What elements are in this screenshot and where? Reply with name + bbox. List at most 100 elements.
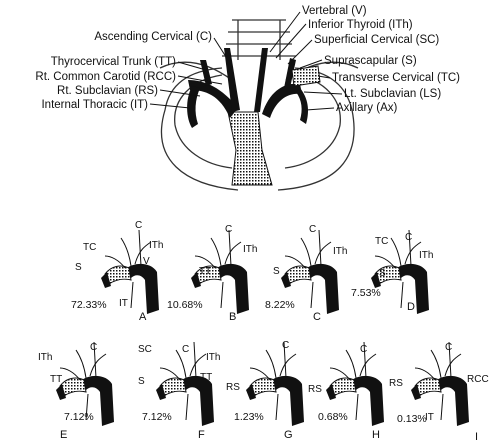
arm-vessel [156, 384, 166, 400]
branch-label-tc: TC [375, 236, 388, 247]
subclavian-vessel [182, 375, 214, 426]
branch-label-c: C [405, 232, 412, 243]
branch-label-rs: RS [308, 384, 322, 395]
label-ascending-cervical: Ascending Cervical (C) [94, 31, 212, 43]
branch-lines [194, 237, 242, 269]
branch-label-tt: TT [199, 266, 211, 277]
variant-percentage: 1.23% [234, 411, 264, 423]
arm-vessel [191, 272, 201, 288]
carotid-line [408, 229, 412, 267]
carotid-line [228, 229, 232, 267]
vertebrae [222, 19, 296, 60]
rib-cage-outline [160, 67, 355, 191]
branch-label-ith: ITh [38, 352, 52, 363]
stippled-segment [414, 377, 442, 397]
carotid-line [93, 341, 97, 379]
stippled-segment [374, 265, 402, 285]
variant-percentage: 0.13% [397, 413, 427, 425]
branch-lines [159, 349, 207, 381]
subclavian-vessel [307, 263, 339, 314]
branch-label-c: C [225, 224, 232, 235]
arm-vessel [101, 272, 111, 288]
variant-letter: B [229, 311, 236, 323]
variant-letter: G [284, 429, 293, 441]
branch-label-c: C [445, 342, 452, 353]
variant-letter: H [372, 429, 380, 441]
label-lt-subclavian: Lt. Subclavian (LS) [344, 88, 441, 100]
variant-percentage: 10.68% [167, 299, 203, 311]
branch-lines [329, 349, 377, 381]
internal-thoracic-line [440, 393, 444, 421]
variant-letter: A [139, 311, 147, 323]
branch-lines [284, 237, 332, 269]
branch-lines [374, 237, 422, 269]
branch-label-s: S [379, 268, 386, 279]
carotid-line [138, 229, 142, 267]
label-inferior-thyroid: Inferior Thyroid (ITh) [308, 19, 413, 31]
subclavian-vessel [82, 375, 114, 426]
internal-thoracic-line [130, 281, 134, 309]
internal-thoracic-line [400, 281, 404, 309]
subclavian-vessel [127, 263, 159, 314]
branch-label-s: S [75, 262, 82, 273]
stippled-segment [284, 265, 312, 285]
branch-label-s: S [273, 266, 280, 277]
right-common-carotid-vessel [224, 48, 240, 112]
carotid-line [193, 341, 197, 379]
leader-lines [149, 11, 343, 111]
branch-label-rcc: RCC [467, 374, 489, 385]
variant-percentage: 7.12% [64, 411, 94, 423]
stippled-segment [194, 265, 222, 285]
carotid-line [318, 229, 322, 267]
internal-thoracic-line [310, 281, 314, 309]
branch-label-s: S [138, 376, 145, 387]
carotid-line [363, 341, 367, 379]
subclavian-vessel [352, 375, 384, 426]
stippled-segment [159, 377, 187, 397]
label-suprascapular: Suprascapular (S) [324, 55, 417, 67]
branch-label-it: IT [425, 412, 434, 423]
label-transverse-cervical: Transverse Cervical (TC) [332, 72, 460, 84]
branch-label-it: IT [119, 298, 128, 309]
arm-vessel [246, 384, 256, 400]
branch-label-c: C [360, 344, 367, 355]
variant-letter: E [60, 429, 67, 441]
label-thyrocervical-trunk: Thyrocervical Trunk (TT) [51, 56, 176, 68]
stippled-segment [59, 377, 87, 397]
label-superficial-cervical: Superficial Cervical (SC) [314, 34, 439, 46]
subclavian-vessel [397, 263, 429, 314]
branch-label-c: C [90, 342, 97, 353]
label-rt-common-carotid: Rt. Common Carotid (RCC) [35, 71, 176, 83]
branch-lines [59, 349, 107, 381]
label-vertebral: Vertebral (V) [302, 5, 367, 17]
arm-vessel [371, 272, 381, 288]
branch-lines [104, 237, 152, 269]
branch-label-v: V [143, 256, 150, 267]
branch-label-ith: ITh [206, 352, 220, 363]
stippled-segment [329, 377, 357, 397]
thorax-illustration [159, 19, 359, 191]
branch-label-ith: ITh [419, 250, 433, 261]
branch-label-c: C [182, 344, 189, 355]
variant-letter: C [313, 311, 321, 323]
carotid-line [448, 341, 452, 379]
stippled-segment [104, 265, 132, 285]
label-axillary: Axillary (Ax) [336, 102, 398, 114]
branch-label-tt: TT [50, 374, 62, 385]
variant-percentage: 7.53% [351, 287, 381, 299]
branch-label-rs: RS [226, 382, 240, 393]
aortic-arch [227, 111, 273, 186]
internal-thoracic-line [185, 393, 189, 421]
subclavian-vessel [437, 375, 469, 426]
branch-label-rs: RS [389, 378, 403, 389]
variant-percentage: 7.12% [142, 411, 172, 423]
